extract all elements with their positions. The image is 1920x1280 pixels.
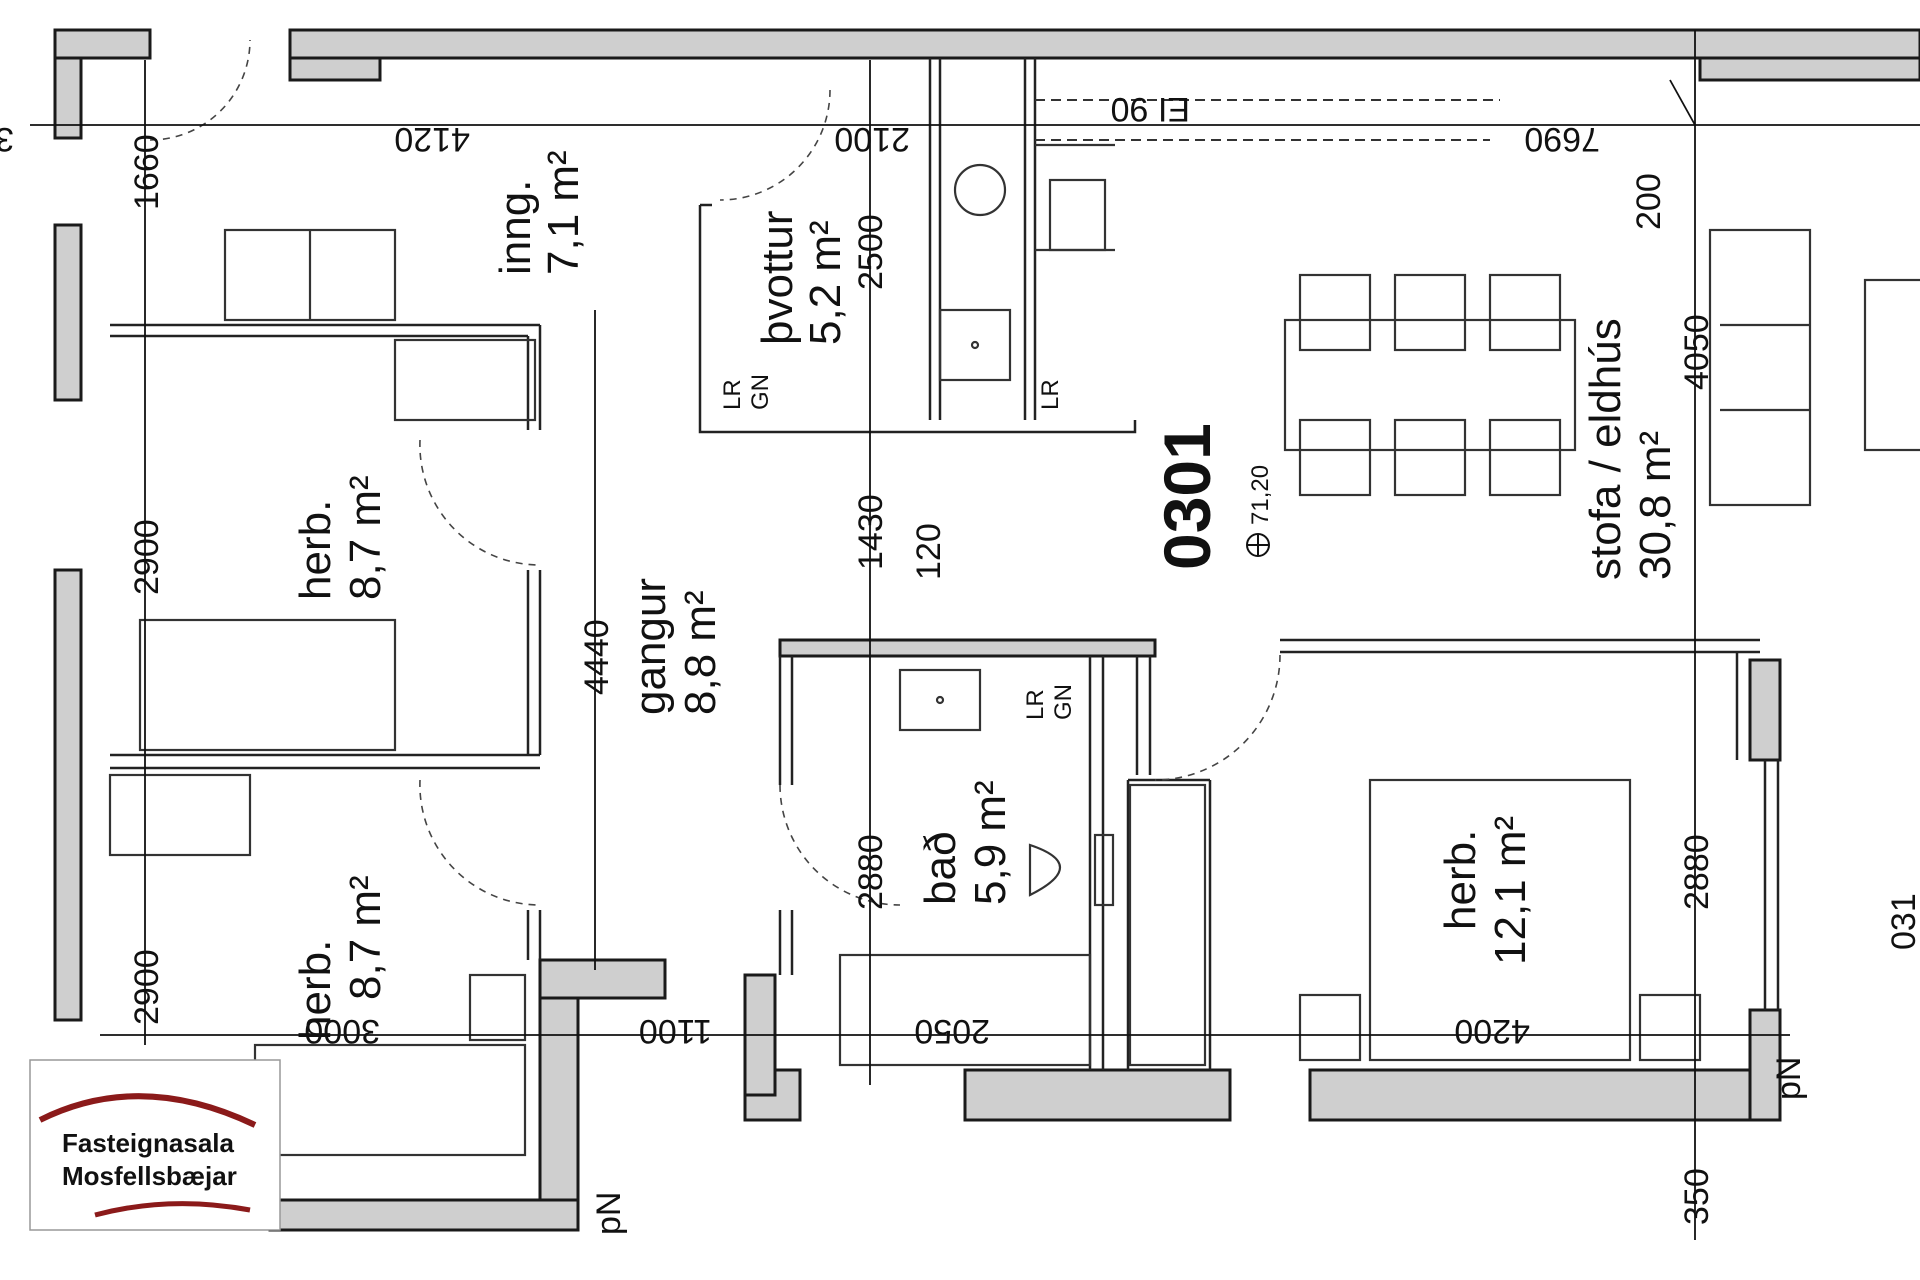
label-lr-kitchen: LR: [1037, 379, 1064, 410]
room-herb-top-name: herb.: [291, 500, 340, 600]
room-stofa-area: 30,8 m²: [1631, 431, 1680, 580]
dim-3000: 3000: [304, 1012, 380, 1050]
furniture: [108, 143, 1920, 1157]
label-pn-right: pN: [1770, 1057, 1808, 1100]
label-edge-number: 3: [0, 120, 14, 158]
dim-2900-bottom: 2900: [128, 949, 166, 1025]
room-inng-name: inng.: [491, 180, 540, 275]
room-inng-area: 7,1 m²: [539, 150, 588, 275]
room-stofa-name: stofa / eldhús: [1581, 318, 1630, 580]
logo-line2: Mosfellsbæjar: [62, 1161, 237, 1191]
label-lr-bath: LR: [1022, 689, 1049, 720]
dim-200: 200: [1630, 173, 1668, 230]
swoosh-icon: [94, 1201, 251, 1218]
dim-2880-bath: 2880: [852, 834, 890, 910]
dim-4440: 4440: [578, 619, 616, 695]
room-herb-large-area: 12,1 m²: [1486, 816, 1535, 965]
dim-2880-right: 2880: [1678, 834, 1716, 910]
dim-2100: 2100: [834, 120, 910, 158]
room-herb-top-area: 8,7 m²: [341, 475, 390, 600]
agency-logo: Fasteignasala Mosfellsbæjar: [29, 1059, 281, 1231]
dim-1100: 1100: [639, 1012, 712, 1050]
roof-icon: [38, 1093, 257, 1128]
door-swings: [149, 39, 1281, 906]
dim-4050: 4050: [1678, 314, 1716, 390]
dim-2500: 2500: [852, 214, 890, 290]
small-labels: LR GN LR LR GN pN pN 031 3: [0, 120, 1920, 1235]
kitchen-lines: [1035, 99, 1500, 141]
dim-1430: 1430: [852, 494, 890, 570]
dim-1660: 1660: [128, 134, 166, 210]
room-herb-bottom-name: herb.: [291, 940, 340, 1040]
room-labels: inng. 7,1 m² þvottur 5,2 m² stofa / eldh…: [291, 150, 1680, 1040]
unit-number: 0301: [1150, 423, 1224, 570]
dim-2900-top: 2900: [128, 519, 166, 595]
room-herb-bottom-area: 8,7 m²: [341, 875, 390, 1000]
dim-350: 350: [1678, 1168, 1716, 1225]
label-pn-bottom: pN: [590, 1192, 628, 1235]
label-lr-laundry: LR: [719, 379, 746, 410]
room-bad-area: 5,9 m²: [966, 780, 1015, 905]
label-gn-laundry: GN: [747, 374, 774, 410]
room-gangur-area: 8,8 m²: [676, 590, 725, 715]
dimension-text: 4120 2100 7690 EI 90 1660 2500 200 4050 …: [128, 90, 1716, 1225]
dim-120: 120: [910, 523, 948, 580]
walls: [53, 28, 1920, 1232]
label-gn-bath: GN: [1050, 684, 1077, 720]
room-thvottur-name: þvottur: [753, 210, 802, 345]
room-thvottur-area: 5,2 m²: [801, 220, 850, 345]
label-neighbor-unit: 031: [1885, 893, 1920, 950]
unit-id: 0301 71,20: [1150, 423, 1274, 570]
dim-7690: 7690: [1524, 120, 1600, 158]
unit-elevation: 71,20: [1247, 465, 1274, 525]
room-bad-name: bað: [916, 832, 965, 905]
dim-2050: 2050: [914, 1012, 990, 1050]
dim-4120: 4120: [394, 120, 470, 158]
dim-ei90: EI 90: [1111, 90, 1190, 128]
dimension-lines: [30, 30, 1920, 1240]
partitions: [110, 58, 1780, 1070]
dim-4200: 4200: [1454, 1012, 1530, 1050]
room-herb-large-name: herb.: [1436, 830, 1485, 930]
room-gangur-name: gangur: [626, 578, 675, 715]
logo-line1: Fasteignasala: [62, 1128, 235, 1158]
